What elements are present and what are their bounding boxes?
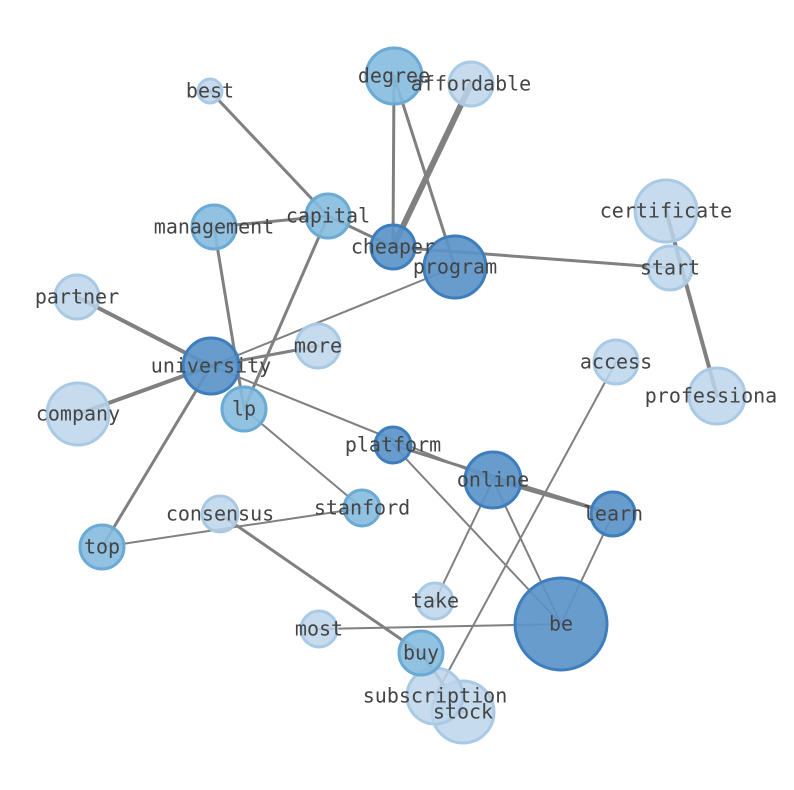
node-circle-professional [687,366,747,426]
node-label-subscription: subscription [363,684,508,708]
node-label-management: management [154,215,274,239]
edge-management-lp [212,225,246,411]
node-circle-more [294,322,342,370]
edge-affordable-cheaper [390,81,474,250]
node-circle-best [196,77,224,105]
edge-layer [75,74,719,714]
node-circle-platform [373,425,413,465]
node-circle-management [190,203,238,251]
node-more [294,322,342,370]
node-label-stock: stock [433,700,493,724]
node-platform [373,425,413,465]
node-circle-lp [220,385,268,433]
node-university [181,336,241,396]
node-circle-top [78,523,126,571]
node-label-capital: capital [286,204,370,228]
node-professional [687,366,747,426]
node-label-most: most [295,617,343,641]
edge-university-top [100,364,213,549]
node-be [513,576,609,672]
node-circle-buy [397,629,445,677]
node-top [78,523,126,571]
node-label-certificate: certificate [600,199,732,223]
node-label-partner: partner [35,285,119,309]
node-access [592,338,640,386]
edge-lp-stanford [243,408,363,509]
node-circle-program [422,234,488,300]
edge-best-capital [208,89,330,218]
node-circle-access [592,338,640,386]
node-buy [397,629,445,677]
node-circle-stanford [342,488,382,528]
node-label-access: access [580,350,652,374]
node-label-buy: buy [403,641,439,665]
node-cheaper [369,223,417,271]
edge-university-program [210,266,456,367]
node-label-learn: learn [583,502,643,526]
node-label-be: be [549,612,573,636]
node-circle-start [646,244,694,292]
node-label-more: more [294,334,342,358]
node-label-take: take [411,589,459,613]
node-program [422,234,488,300]
node-affordable [447,60,495,108]
node-label-platform: platform [345,433,441,457]
node-start [646,244,694,292]
node-label-consensus: consensus [166,502,274,526]
node-management [190,203,238,251]
node-circle-university [181,336,241,396]
edge-capital-lp [242,214,330,411]
node-capital [304,192,352,240]
node-label-stanford: stanford [314,496,410,520]
node-circle-degree [364,46,424,106]
edge-consensus-buy [218,512,423,655]
node-stanford [342,488,382,528]
node-partner [53,273,101,321]
node-lp [220,385,268,433]
node-circle-company [45,381,111,447]
node-label-program: program [413,255,497,279]
node-label-professional: professiona [645,384,777,408]
edge-access-subscription [434,361,617,697]
node-circle-capital [304,192,352,240]
edge-degree-program [392,74,457,269]
node-circle-certificate [633,178,699,244]
node-learn [589,490,637,538]
node-circle-partner [53,273,101,321]
node-circle-affordable [447,60,495,108]
node-circle-learn [589,490,637,538]
node-circle-take [415,581,455,621]
node-label-cheaper: cheaper [351,235,435,259]
node-label-company: company [36,402,120,426]
node-most [299,609,339,649]
node-company [45,381,111,447]
node-certificate [633,178,699,244]
node-circle-be [513,576,609,672]
node-label-online: online [457,468,529,492]
node-circle-consensus [200,494,240,534]
node-label-top: top [84,535,120,559]
node-take [415,581,455,621]
node-label-degree: degree [358,64,430,88]
node-label-affordable: affordable [411,72,531,96]
node-online [463,450,523,510]
node-circle-online [463,450,523,510]
node-consensus [200,494,240,534]
node-label-start: start [640,256,700,280]
node-best [196,77,224,105]
node-circle-cheaper [369,223,417,271]
node-degree [364,46,424,106]
node-label-best: best [186,79,234,103]
node-label-lp: lp [232,397,256,421]
node-label-university: university [151,354,271,378]
node-circle-most [299,609,339,649]
